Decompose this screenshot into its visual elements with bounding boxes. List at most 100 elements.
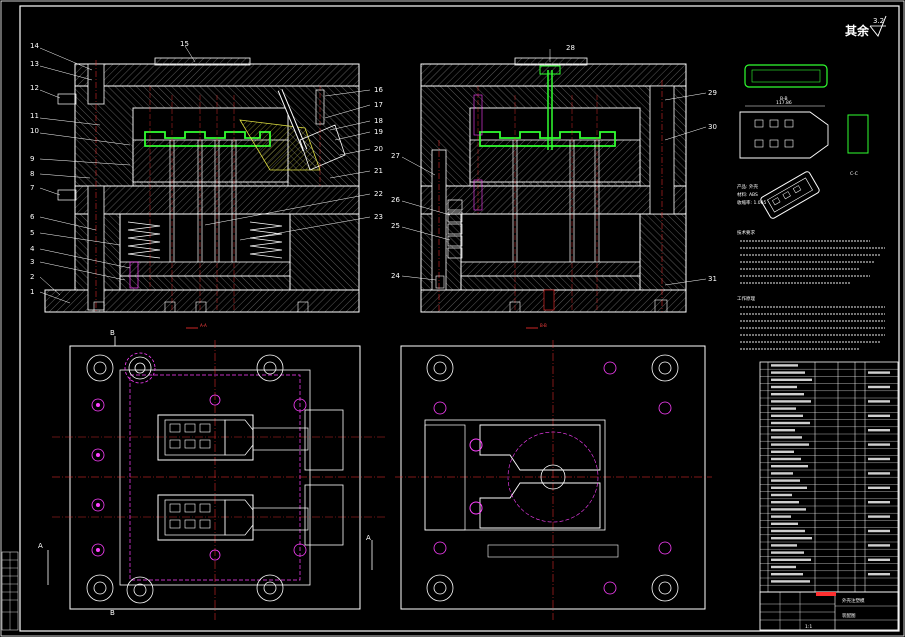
svg-text:6: 6 — [30, 213, 35, 221]
svg-text:30: 30 — [708, 123, 717, 131]
bom-row-text — [771, 573, 803, 576]
bom-row-text — [771, 371, 805, 374]
bom-row-note — [868, 429, 890, 432]
svg-text:材料: ABS: 材料: ABS — [737, 191, 758, 198]
bom-row-text — [771, 479, 800, 482]
svg-text:工作原理: 工作原理 — [737, 295, 755, 302]
svg-text:19: 19 — [374, 128, 383, 136]
svg-text:12: 12 — [30, 84, 39, 92]
bom-row-note — [868, 457, 890, 461]
svg-text:29: 29 — [708, 89, 717, 97]
bom-row-note — [868, 529, 890, 533]
bom-row-text — [771, 551, 804, 554]
svg-text:B: B — [110, 329, 115, 337]
svg-text:A: A — [38, 542, 43, 550]
svg-text:7: 7 — [30, 184, 34, 192]
bom-row-text — [771, 400, 811, 403]
svg-text:外壳注塑模: 外壳注塑模 — [842, 597, 865, 604]
svg-text:11: 11 — [30, 112, 39, 120]
bom-row-note — [868, 371, 890, 374]
bom-row-text — [771, 486, 807, 489]
product-views: B-B 117.86 C-C 产品: 外壳 材料: ABS 收缩率: 1.005 — [737, 64, 869, 219]
svg-text:B-B: B-B — [540, 323, 547, 328]
svg-text:22: 22 — [374, 190, 383, 198]
svg-text:1: 1 — [30, 288, 34, 296]
bom-row-note — [868, 385, 890, 389]
bom-row-text — [771, 465, 808, 468]
svg-text:2: 2 — [30, 273, 34, 281]
svg-text:14: 14 — [30, 42, 39, 50]
bom-row-text — [771, 414, 803, 417]
svg-text:A: A — [366, 534, 371, 542]
bom-row-note — [868, 501, 890, 504]
bom-row-text — [771, 450, 794, 453]
bom-row-note — [868, 573, 890, 576]
bom-row-note — [868, 486, 890, 489]
binding-strip — [1, 551, 19, 631]
svg-text:5: 5 — [30, 229, 34, 237]
bom-row-text — [771, 393, 804, 396]
bom-row-note — [868, 400, 890, 403]
svg-text:4: 4 — [30, 245, 35, 253]
svg-text:23: 23 — [374, 213, 383, 221]
svg-text:24: 24 — [391, 272, 400, 280]
bom-row-text — [771, 544, 797, 547]
bom-row-note — [868, 515, 890, 518]
bom-row-text — [771, 493, 792, 497]
svg-text:3: 3 — [30, 258, 34, 266]
bom-row-note — [868, 544, 890, 547]
svg-text:9: 9 — [30, 155, 34, 163]
cavity-side-plan-view — [395, 340, 712, 620]
bom-row-text — [771, 436, 802, 439]
svg-text:装配图: 装配图 — [842, 612, 856, 619]
bom-row-text — [771, 515, 791, 518]
bom-row-note — [868, 414, 890, 417]
section-b-b-view: 28 27 26 25 24 29 30 31 B-B — [391, 44, 717, 329]
bom-row-text — [771, 457, 801, 461]
svg-text:1:1: 1:1 — [805, 624, 812, 630]
svg-text:A-A: A-A — [200, 323, 207, 328]
svg-text:16: 16 — [374, 86, 383, 94]
bom-row-text — [771, 429, 795, 432]
svg-text:25: 25 — [391, 222, 400, 230]
bom-row-text — [771, 522, 798, 525]
bom-row-text — [771, 407, 796, 410]
svg-text:产品: 外壳: 产品: 外壳 — [737, 183, 758, 190]
svg-text:18: 18 — [374, 117, 383, 125]
svg-text:10: 10 — [30, 127, 39, 135]
bom-row-text — [771, 385, 797, 389]
svg-text:17: 17 — [374, 101, 383, 109]
svg-text:B: B — [110, 609, 115, 617]
svg-text:31: 31 — [708, 275, 717, 283]
svg-text:27: 27 — [391, 152, 400, 160]
bom-row-text — [771, 508, 806, 511]
bom-row-text — [771, 364, 798, 367]
bill-of-materials — [759, 361, 899, 593]
svg-text:C-C: C-C — [850, 171, 858, 177]
bom-row-text — [771, 558, 811, 561]
bom-row-note — [868, 558, 890, 561]
svg-text:B-B: B-B — [780, 96, 788, 102]
bom-row-note — [868, 472, 890, 475]
inner-border — [19, 5, 900, 632]
svg-text:117.86: 117.86 — [776, 100, 792, 106]
svg-text:其余: 其余 — [845, 23, 870, 38]
svg-text:8: 8 — [30, 170, 34, 178]
bom-row-text — [771, 443, 809, 446]
bom-row-text — [771, 472, 793, 475]
bom-row-note — [868, 443, 890, 446]
bom-row-text — [771, 501, 799, 504]
bom-row-text — [771, 378, 812, 381]
svg-text:收缩率: 1.005: 收缩率: 1.005 — [737, 199, 766, 206]
title-block: 外壳注塑模 装配图 1:1 — [759, 591, 899, 631]
svg-text:26: 26 — [391, 196, 400, 204]
roughness-symbol: 其余 3.2 — [845, 15, 887, 38]
technical-requirements: 技术要求 工作原理 — [737, 229, 885, 350]
svg-text:技术要求: 技术要求 — [737, 229, 755, 236]
svg-text:20: 20 — [374, 145, 383, 153]
svg-text:15: 15 — [180, 40, 189, 48]
section-a-a-view: 14 13 12 11 10 9 8 7 6 5 4 3 2 1 15 16 1… — [30, 40, 383, 329]
svg-text:13: 13 — [30, 60, 39, 68]
bom-row-text — [771, 580, 810, 583]
